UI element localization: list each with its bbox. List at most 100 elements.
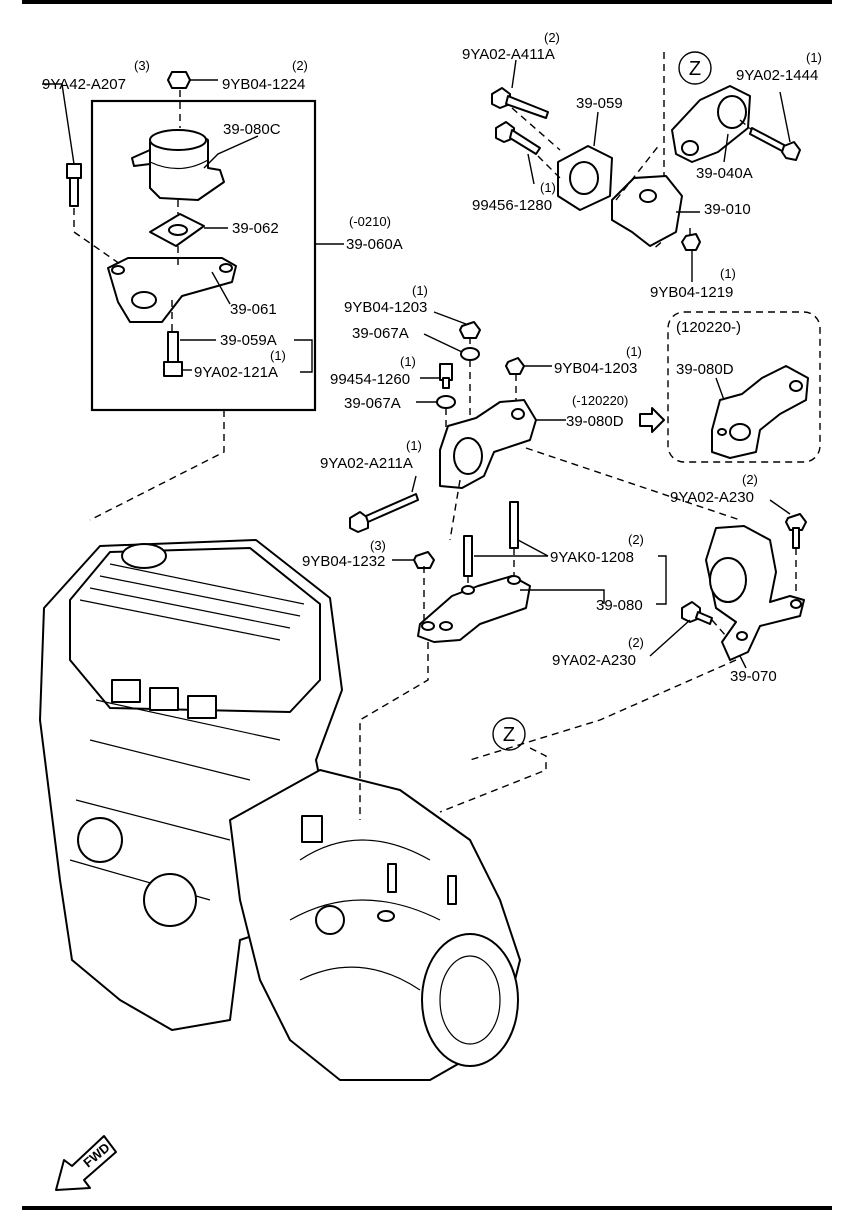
leader-9ya02-a211a bbox=[411, 475, 417, 493]
leader-39-080 bbox=[520, 589, 605, 604]
view-z-dash-top bbox=[651, 52, 665, 251]
bracket-39-080 bbox=[417, 575, 531, 643]
label-9yb04-1232: 9YB04-1232 bbox=[302, 553, 385, 570]
leader-dash-bracket-engine bbox=[359, 642, 429, 820]
leader-dash-1 bbox=[73, 208, 121, 265]
bolt-39-059a bbox=[163, 331, 183, 377]
qty-39-060a: (-0210) bbox=[349, 214, 391, 229]
arrow-to-inset bbox=[639, 407, 665, 433]
label-9ya02-a211a: 9YA02-A211A bbox=[320, 455, 413, 472]
qty-9ya02-a230-b: (2) bbox=[628, 635, 644, 650]
leader-dash-mount-bracket bbox=[449, 479, 461, 541]
leader-99456-1280 bbox=[527, 153, 535, 185]
washer-39-067a-a bbox=[460, 347, 480, 361]
qty-9ya02-a230-a: (2) bbox=[742, 472, 758, 487]
leader-dash-3 bbox=[171, 200, 179, 332]
label-39-067a-b: 39-067A bbox=[344, 395, 401, 412]
bracket-39-010 bbox=[611, 175, 683, 247]
label-39-040a: 39-040A bbox=[696, 165, 753, 182]
label-99456-1280: 99456-1280 bbox=[472, 197, 552, 214]
label-39-080c: 39-080C bbox=[223, 121, 281, 138]
bolt-9ya42-a207 bbox=[66, 163, 82, 207]
qty-9yb04-1219: (1) bbox=[720, 266, 736, 281]
label-39-080d-a: 39-080D bbox=[566, 413, 624, 430]
leader-39-080c bbox=[203, 135, 259, 169]
leader-dash-070-transaxle bbox=[469, 659, 737, 761]
nut-9yb04-1224 bbox=[167, 71, 191, 89]
engine-mount-39-080c bbox=[131, 129, 225, 201]
bracket-39-061 bbox=[107, 257, 237, 323]
label-9yak0-1208: 9YAK0-1208 bbox=[550, 549, 634, 566]
leader-dash-lower bbox=[423, 447, 741, 620]
qty-9ya42-a207: (3) bbox=[134, 58, 150, 73]
fwd-arrow-icon: FWD bbox=[55, 1135, 117, 1191]
label-39-070: 39-070 bbox=[730, 668, 777, 685]
nut-9yb04-1232 bbox=[413, 551, 435, 569]
label-39-059: 39-059 bbox=[576, 95, 623, 112]
leader-39-080d-b bbox=[715, 377, 725, 401]
qty-99454-1260: (1) bbox=[400, 354, 416, 369]
inset-box-120220 bbox=[667, 311, 821, 463]
bolt-9ya02-a411a bbox=[491, 87, 549, 119]
label-39-080d-b: 39-080D bbox=[676, 361, 734, 378]
qty-9yak0-1208: (2) bbox=[628, 532, 644, 547]
qty-99456-1280: (1) bbox=[540, 180, 556, 195]
inset-label: (120220-) bbox=[676, 319, 741, 336]
engine-mount-group-box bbox=[90, 99, 317, 412]
leader-9ya02-a411a bbox=[511, 59, 517, 89]
label-9yb04-1203-b: 9YB04-1203 bbox=[554, 360, 637, 377]
qty-9ya02-121a: (1) bbox=[270, 348, 286, 363]
stud-9yak0-1208 bbox=[463, 501, 519, 577]
label-39-067a-a: 39-067A bbox=[352, 325, 409, 342]
nut-9yb04-1203-a bbox=[459, 321, 481, 339]
insulator-39-062 bbox=[149, 213, 205, 247]
leader-9ya02-1444 bbox=[779, 91, 791, 143]
leader-9ya02-a230-a bbox=[769, 499, 791, 515]
bolt-9ya02-a211a bbox=[349, 493, 419, 533]
leader-dash-070 bbox=[711, 548, 797, 637]
view-z-dash-bottom bbox=[439, 747, 547, 813]
label-39-059a: 39-059A bbox=[220, 332, 277, 349]
leader-39-070 bbox=[739, 655, 747, 669]
label-39-060a: 39-060A bbox=[346, 236, 403, 253]
label-99454-1260: 99454-1260 bbox=[330, 371, 410, 388]
nut-9yb04-1219 bbox=[681, 233, 701, 251]
label-9ya02-121a: 9YA02-121A bbox=[194, 364, 278, 381]
view-z-circle-bottom bbox=[492, 717, 526, 751]
label-9yb04-1219: 9YB04-1219 bbox=[650, 284, 733, 301]
qty-9yb04-1232: (3) bbox=[370, 538, 386, 553]
bolt-9ya02-a230-b bbox=[681, 601, 713, 625]
qty-9yb04-1224: (2) bbox=[292, 58, 308, 73]
leader-9ya02-a230-b bbox=[649, 619, 691, 657]
qty-9ya02-a411a: (2) bbox=[544, 30, 560, 45]
leader-dash-z bbox=[511, 107, 753, 240]
leader-39-067a-a bbox=[423, 333, 463, 353]
qty-9ya02-a211a: (1) bbox=[406, 438, 422, 453]
nut-9yb04-1203-b bbox=[505, 357, 525, 375]
bolt-9ya02-1444 bbox=[749, 127, 801, 161]
label-9yb04-1224: 9YB04-1224 bbox=[222, 76, 305, 93]
bolt-99456-1280 bbox=[495, 121, 541, 155]
label-39-080: 39-080 bbox=[596, 597, 643, 614]
leader-dash-engine bbox=[89, 410, 225, 521]
view-z-mark-top: Z bbox=[689, 58, 701, 80]
gasket-39-059 bbox=[557, 145, 613, 211]
bolt-99454-1260 bbox=[439, 363, 453, 389]
leader-39-059 bbox=[593, 111, 599, 147]
mount-39-080d bbox=[439, 399, 537, 489]
leader-39-040a bbox=[723, 133, 729, 163]
qty-9ya02-1444: (1) bbox=[806, 50, 822, 65]
qty-9yb04-1203-b: (1) bbox=[626, 344, 642, 359]
mount-39-080d-inset bbox=[711, 365, 809, 459]
mount-39-070 bbox=[705, 525, 805, 661]
label-9yb04-1203-a: 9YB04-1203 bbox=[344, 299, 427, 316]
leader-dash-center bbox=[445, 338, 517, 430]
label-39-062: 39-062 bbox=[232, 220, 279, 237]
qty-9yb04-1203-a: (1) bbox=[412, 283, 428, 298]
label-9ya02-a230-b: 9YA02-A230 bbox=[552, 652, 636, 669]
bracket-stud-group bbox=[656, 555, 667, 605]
leader-9yak0-1208 bbox=[474, 539, 549, 557]
view-z-mark-bottom: Z bbox=[503, 724, 515, 746]
